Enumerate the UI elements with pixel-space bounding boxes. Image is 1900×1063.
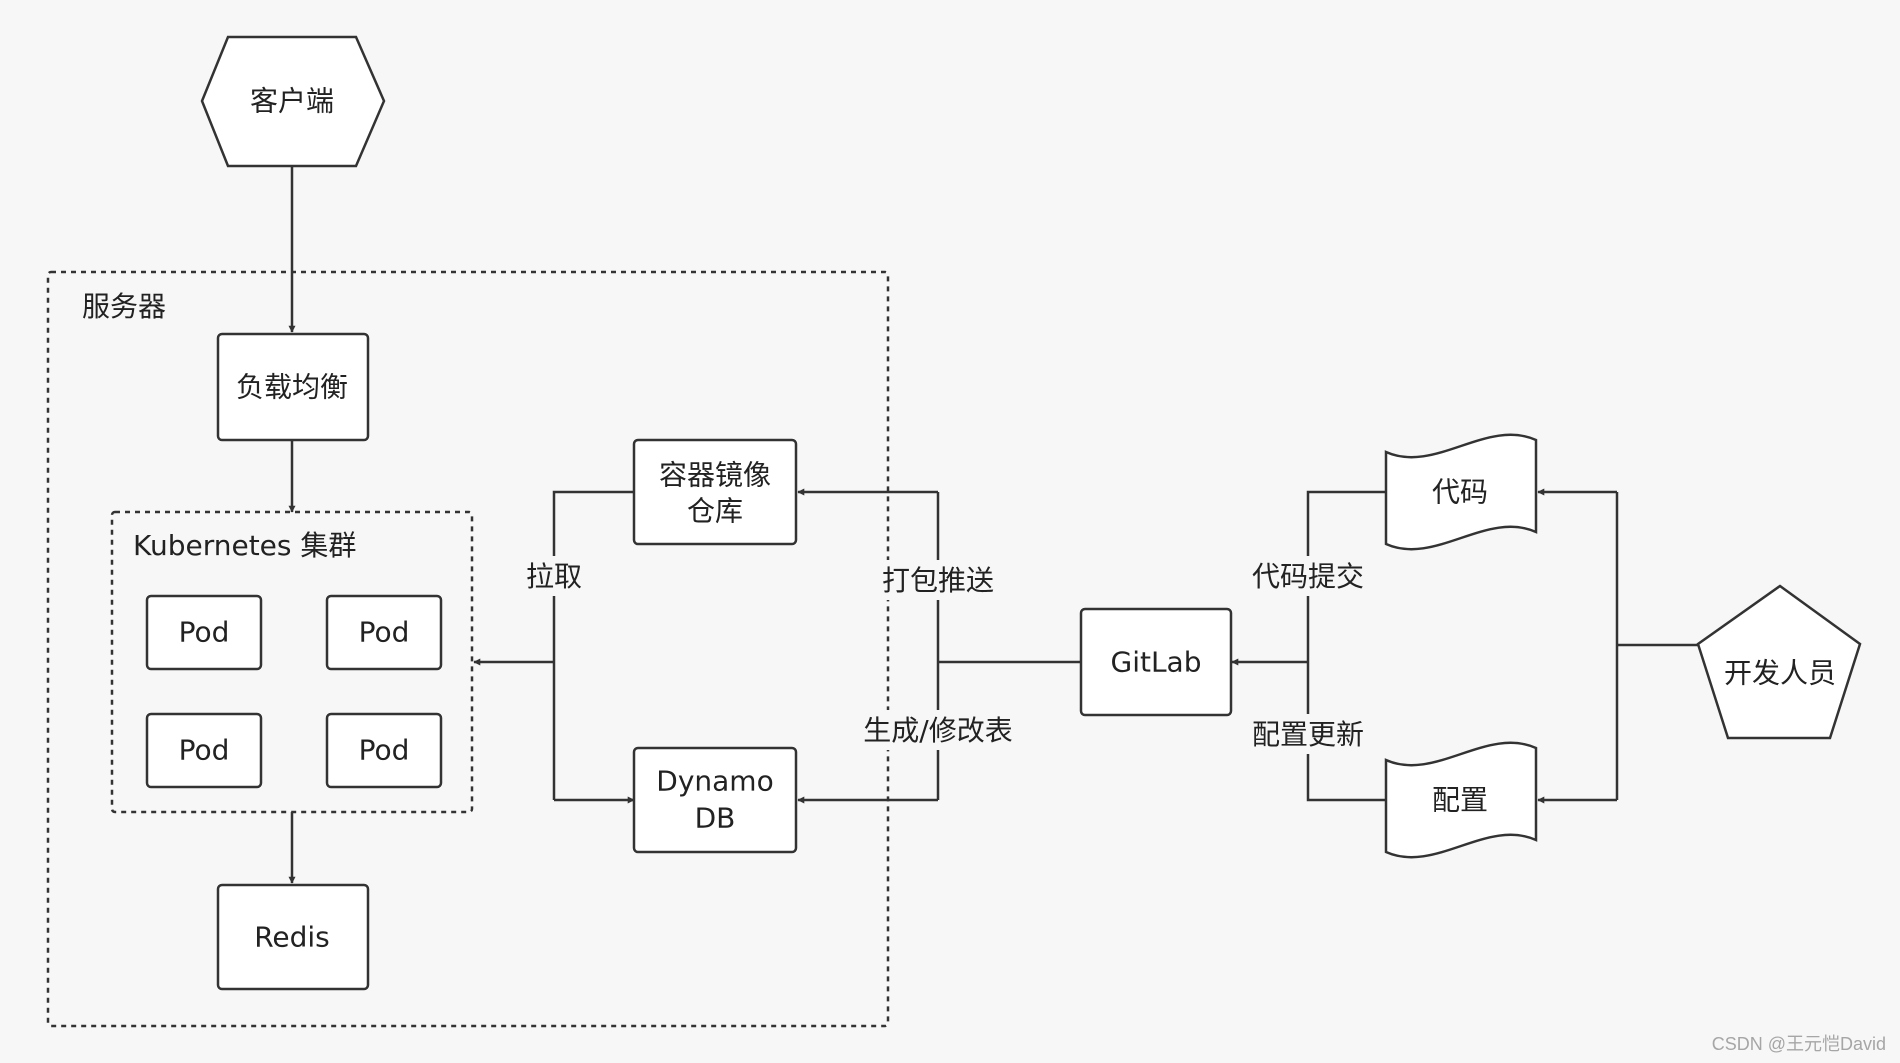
redis-box bbox=[216, 883, 370, 991]
load-balancer-label: 负载均衡 bbox=[236, 371, 348, 404]
dynamodb-label-line2: DB bbox=[695, 802, 736, 835]
edge-label-code-commit: 代码提交 bbox=[1252, 560, 1364, 593]
pod-box bbox=[325, 594, 443, 671]
load-balancer-box bbox=[216, 332, 370, 442]
gitlab-label: GitLab bbox=[1111, 646, 1202, 679]
dynamodb-box bbox=[632, 746, 798, 854]
pod-label: Pod bbox=[359, 734, 410, 767]
edge-label-create-modify-table: 生成/修改表 bbox=[863, 714, 1012, 747]
image-registry-label-line2: 仓库 bbox=[687, 495, 743, 528]
redis-label: Redis bbox=[254, 921, 330, 954]
gitlab-box bbox=[1079, 607, 1233, 717]
code-label: 代码 bbox=[1432, 476, 1488, 509]
developer-label: 开发人员 bbox=[1724, 657, 1836, 690]
watermark-text: CSDN @王元恺David bbox=[1712, 1034, 1886, 1054]
edge-gitlab-branch bbox=[936, 492, 1081, 800]
edge-label-package-push: 打包推送 bbox=[882, 564, 994, 597]
developer-pentagon bbox=[1696, 584, 1862, 740]
edge-label-pull: 拉取 bbox=[526, 560, 582, 593]
server-group-label: 服务器 bbox=[82, 290, 166, 323]
image-registry-label-line1: 容器镜像 bbox=[659, 459, 771, 492]
edge-label-config-update: 配置更新 bbox=[1252, 718, 1364, 751]
server-group bbox=[46, 270, 890, 1028]
edge-developer-branch bbox=[1615, 492, 1700, 800]
code-document-shape bbox=[1384, 433, 1538, 551]
pod-box bbox=[145, 594, 263, 671]
edge-code-commit-line bbox=[1306, 490, 1386, 802]
client-hexagon bbox=[200, 35, 386, 168]
config-document-shape bbox=[1384, 741, 1538, 859]
pod-label: Pod bbox=[179, 734, 230, 767]
dynamodb-label-line1: Dynamo bbox=[656, 765, 773, 798]
config-label: 配置 bbox=[1432, 784, 1488, 817]
k8s-cluster-label: Kubernetes 集群 bbox=[133, 529, 356, 562]
client-label: 客户端 bbox=[250, 85, 334, 118]
pod-box bbox=[325, 712, 443, 789]
pod-box bbox=[145, 712, 263, 789]
pod-label: Pod bbox=[359, 616, 410, 649]
image-registry-box bbox=[632, 438, 798, 546]
pod-label: Pod bbox=[179, 616, 230, 649]
edge-registry-pull-line bbox=[552, 490, 634, 800]
